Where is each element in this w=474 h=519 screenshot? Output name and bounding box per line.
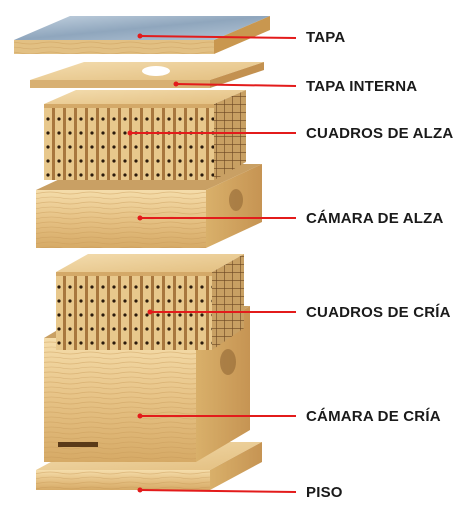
leader-dot-piso [137,487,143,493]
inner-cover [30,62,264,88]
leader-piso [139,489,297,493]
label-tapa-interna: TAPA INTERNA [306,78,418,95]
super-frames [44,90,246,180]
label-cuadros-de-cria: CUADROS DE CRÍA [306,304,451,321]
leader-dot-cuadros-de-cria [147,309,153,315]
label-piso: PISO [306,484,343,501]
leader-tapa [139,35,297,39]
top-cover [14,16,270,54]
leader-dot-camara-de-cria [137,413,143,419]
leader-lines [127,33,297,493]
label-cuadros-de-alza: CUADROS DE ALZA [306,125,454,142]
label-camara-de-cria: CÁMARA DE CRÍA [306,408,441,425]
leader-tapa-interna [175,83,297,87]
label-tapa: TAPA [306,29,346,46]
leader-dot-tapa-interna [173,81,179,87]
leader-dot-camara-de-alza [137,215,143,221]
leader-dot-tapa [137,33,143,39]
brood-frames [56,254,244,350]
leader-dot-cuadros-de-alza [127,130,133,136]
label-camara-de-alza: CÁMARA DE ALZA [306,210,444,227]
